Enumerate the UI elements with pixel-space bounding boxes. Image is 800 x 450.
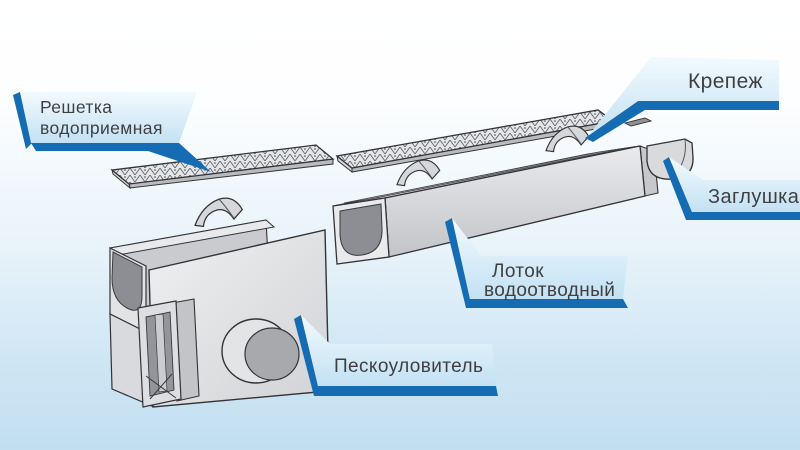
sand-trap-u-opening	[111, 251, 143, 311]
grate-left-mesh-top	[110, 144, 335, 185]
callout-fastener-box	[588, 57, 779, 136]
fastener-bolt-bar	[623, 117, 653, 127]
label-drainage-channel-line2: водоотводный	[484, 280, 615, 301]
label-intake-grate-line2: водоприемная	[40, 118, 163, 138]
sediment-basket	[137, 298, 200, 408]
label-fastener: Крепеж	[688, 70, 763, 93]
fastener-clip-middle	[396, 159, 441, 187]
callout-sand-trap: Пескоуловитель	[294, 315, 498, 396]
callout-intake-grate-pointer	[31, 143, 211, 172]
callout-fastener-pointer	[585, 101, 779, 142]
fastener-clip-left	[194, 197, 243, 228]
pipe-outlet-bore	[244, 327, 300, 381]
callout-drainage-channel: Лоток водоотводный	[445, 218, 628, 308]
channel-u-profile	[339, 203, 383, 256]
callout-intake-grate-box	[20, 92, 197, 143]
label-end-cap: Заглушка	[708, 186, 800, 208]
label-sand-trap: Пескоуловитель	[334, 356, 483, 377]
callout-sand-trap-pointer	[294, 315, 498, 396]
label-intake-grate-line1: Решетка	[40, 97, 112, 117]
callout-intake-grate-left-strip	[13, 92, 32, 149]
sand-trap	[108, 219, 330, 408]
callout-intake-grate: Решетка водоприемная	[13, 92, 211, 172]
callout-end-cap-box	[669, 157, 800, 212]
channel-top-opening	[343, 147, 627, 204]
callout-drainage-channel-box	[452, 218, 628, 299]
label-drainage-channel-line1: Лоток	[492, 261, 544, 282]
callout-end-cap-pointer	[663, 157, 800, 220]
basket-bottom-braces	[145, 373, 177, 400]
intake-grate-left	[110, 144, 335, 190]
callout-fastener: Крепеж	[585, 57, 779, 142]
callout-end-cap: Заглушка	[663, 157, 800, 220]
callout-sand-trap-box	[301, 315, 496, 386]
